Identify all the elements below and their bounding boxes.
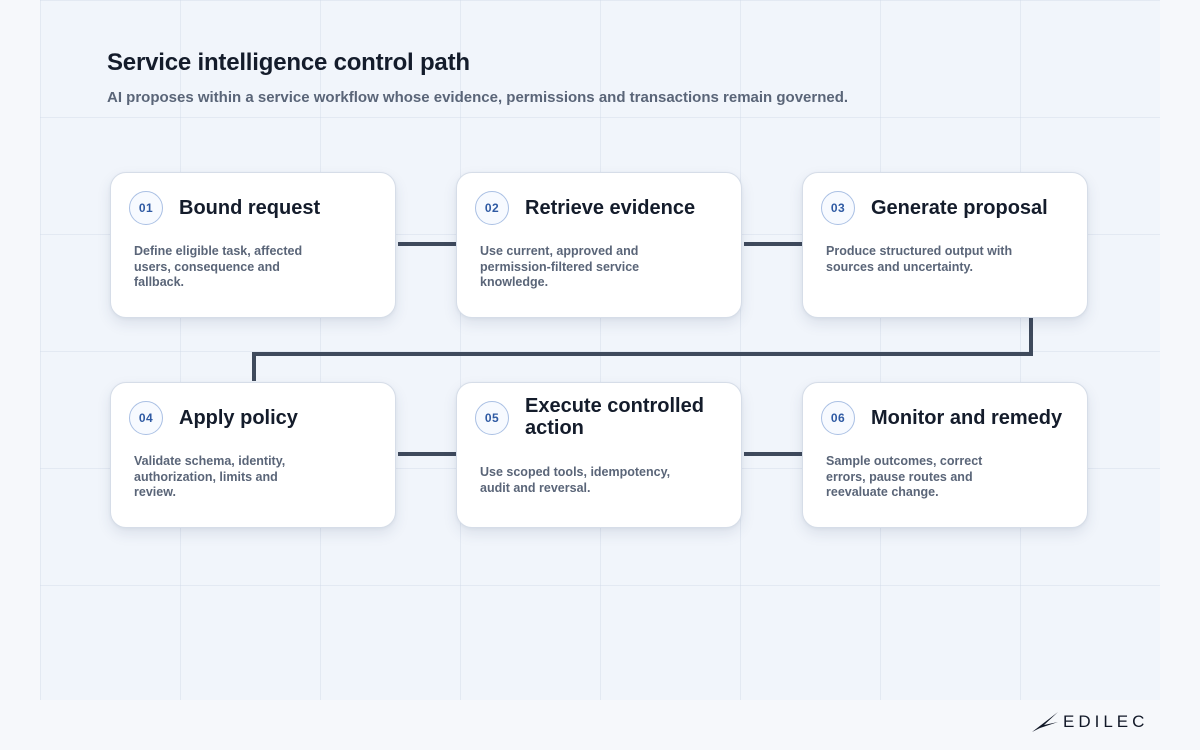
edilec-logo: EDILEC	[1031, 711, 1148, 733]
step-number-badge: 01	[129, 191, 163, 225]
step-card-monitor-and-remedy: 06 Monitor and remedy Sample outcomes, c…	[802, 382, 1088, 528]
step-title: Apply policy	[179, 407, 298, 429]
step-number-badge: 04	[129, 401, 163, 435]
step-description: Use scoped tools, idempotency, audit and…	[480, 465, 671, 495]
step-number-badge: 05	[475, 401, 509, 435]
step-title: Execute controlled action	[525, 395, 704, 439]
step-number-badge: 03	[821, 191, 855, 225]
step-title: Bound request	[179, 197, 321, 219]
step-card-bound-request: 01 Bound request Define eligible task, a…	[110, 172, 396, 318]
step-card-generate-proposal: 03 Generate proposal Produce structured …	[802, 172, 1088, 318]
page-subtitle: AI proposes within a service workflow wh…	[107, 89, 849, 106]
step-number-badge: 02	[475, 191, 509, 225]
step-card-apply-policy: 04 Apply policy Validate schema, identit…	[110, 382, 396, 528]
step-title: Retrieve evidence	[525, 197, 696, 219]
step-description: Produce structured output with sources a…	[826, 244, 1013, 274]
diagram-canvas	[40, 0, 1160, 700]
step-description: Validate schema, identity, authorization…	[134, 454, 286, 499]
connector-03-04	[252, 318, 1033, 381]
edilec-wing-icon	[1032, 712, 1058, 732]
page-title: Service intelligence control path	[107, 49, 470, 76]
step-card-execute-controlled-action: 05 Execute controlled action Use scoped …	[456, 382, 742, 528]
logo-text: EDILEC	[1063, 712, 1149, 731]
step-title: Monitor and remedy	[871, 407, 1063, 429]
step-card-retrieve-evidence: 02 Retrieve evidence Use current, approv…	[456, 172, 742, 318]
step-number-badge: 06	[821, 401, 855, 435]
step-description: Sample outcomes, correct errors, pause r…	[826, 454, 983, 499]
step-description: Define eligible task, affected users, co…	[134, 244, 303, 289]
step-description: Use current, approved and permission-fil…	[480, 244, 640, 289]
step-title: Generate proposal	[871, 197, 1048, 219]
